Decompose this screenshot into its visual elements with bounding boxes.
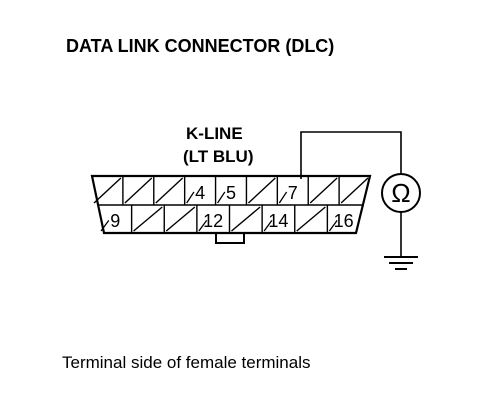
- terminal-empty: [338, 176, 369, 205]
- k-line-wire: [300, 131, 402, 179]
- diagram-caption: Terminal side of female terminals: [62, 353, 310, 372]
- ground-icon: [384, 256, 418, 270]
- terminal-empty: [93, 177, 122, 204]
- ohm-symbol: Ω: [391, 178, 410, 208]
- terminal-4: 4: [183, 176, 205, 205]
- terminal-number: 9: [110, 211, 120, 231]
- terminal-empty: [294, 205, 326, 233]
- terminal-empty: [245, 176, 276, 205]
- terminal-9: 9: [100, 211, 120, 232]
- terminal-16: 16: [326, 205, 354, 233]
- terminal-14: 14: [261, 205, 288, 233]
- terminal-number: 7: [288, 183, 298, 203]
- terminal-empty: [163, 205, 196, 233]
- k-line-wire-color: (LT BLU): [183, 147, 254, 166]
- diagram-title: DATA LINK CONNECTOR (DLC): [66, 36, 334, 56]
- terminal-empty: [122, 176, 153, 205]
- k-line-label: K-LINE: [186, 124, 243, 143]
- terminal-empty: [228, 205, 261, 233]
- terminal-number: 12: [203, 211, 223, 231]
- terminal-12: 12: [196, 205, 223, 233]
- terminal-number: 16: [334, 211, 354, 231]
- connector-key-tab: [215, 233, 245, 244]
- terminal-empty: [307, 176, 338, 205]
- terminal-empty: [130, 205, 163, 233]
- terminal-number: 14: [268, 211, 288, 231]
- terminal-number: 5: [226, 183, 236, 203]
- terminal-cells: 4 5 7 9 12 14 16: [93, 176, 369, 233]
- terminal-empty: [153, 176, 184, 205]
- terminal-number: 4: [195, 183, 205, 203]
- terminal-7: 7: [276, 176, 298, 205]
- terminal-5: 5: [214, 176, 236, 205]
